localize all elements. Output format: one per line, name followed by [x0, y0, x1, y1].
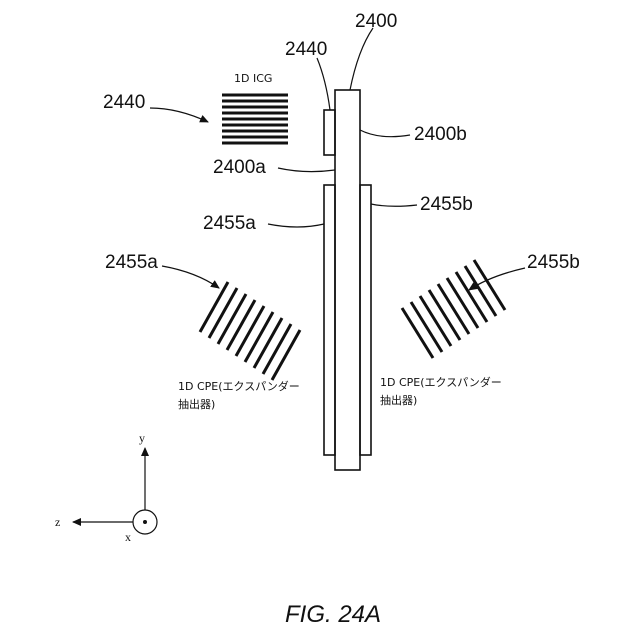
- label-2440-top: 2440: [285, 39, 327, 60]
- cpe-left-grating-line: [209, 288, 237, 338]
- label-cpe-right-1: 1D CPE(エクスパンダー: [380, 375, 502, 389]
- cpe-right-grating-line: [411, 302, 442, 352]
- cpe-right-grating-line: [438, 284, 469, 334]
- cpe-block-2455a: [324, 185, 335, 455]
- label-1d-icg: 1D ICG: [234, 72, 272, 85]
- axis-label-z: z: [55, 515, 60, 529]
- coordinate-axes: y z x: [55, 431, 157, 544]
- label-cpe-left-1: 1D CPE(エクスパンダー: [178, 379, 300, 393]
- label-2455a-left: 2455a: [105, 252, 158, 273]
- arrow-2440-left: [150, 108, 208, 122]
- cpe-right-grating-line: [420, 296, 451, 346]
- cpe-block-2455b: [360, 185, 371, 455]
- icg-block-2440: [324, 110, 335, 155]
- leader-2455a-mid: [268, 224, 324, 227]
- label-2400b: 2400b: [414, 124, 467, 145]
- leader-2400b: [360, 130, 410, 137]
- label-2455a-mid: 2455a: [203, 213, 256, 234]
- label-2440-left: 2440: [103, 92, 145, 113]
- cpe-right-grating-line: [456, 272, 487, 322]
- label-cpe-left-2: 抽出器): [178, 397, 215, 411]
- label-2455b-right: 2455b: [527, 252, 580, 273]
- leader-2455b-mid: [371, 204, 417, 206]
- cpe-left-grating-line: [254, 318, 282, 368]
- axis-label-y: y: [139, 431, 145, 445]
- cpe-right-grating-line: [474, 260, 505, 310]
- cpe-right-grating-line: [429, 290, 460, 340]
- leader-2440-top: [317, 58, 330, 110]
- cpe-left-grating-line: [272, 330, 300, 380]
- cpe-grating-right: [402, 260, 505, 358]
- label-2400: 2400: [355, 11, 397, 32]
- cpe-left-grating-line: [236, 306, 264, 356]
- cpe-left-grating-line: [245, 312, 273, 362]
- cpe-left-grating-line: [200, 282, 228, 332]
- figure-caption: FIG. 24A: [285, 601, 381, 628]
- label-cpe-right-2: 抽出器): [380, 393, 417, 407]
- cpe-left-grating-line: [218, 294, 246, 344]
- cpe-grating-left: [200, 282, 300, 380]
- leader-2400: [350, 28, 373, 90]
- cpe-right-grating-line: [465, 266, 496, 316]
- cpe-left-grating-line: [227, 300, 255, 350]
- cpe-right-grating-line: [447, 278, 478, 328]
- waveguide-2400: [335, 90, 360, 470]
- axis-label-x: x: [125, 530, 131, 544]
- leader-2400a: [278, 168, 335, 172]
- icg-grating: [222, 95, 288, 143]
- arrow-2455a-left: [162, 266, 219, 288]
- label-2455b-mid: 2455b: [420, 194, 473, 215]
- cpe-right-grating-line: [402, 308, 433, 358]
- label-2400a: 2400a: [213, 157, 266, 178]
- cpe-left-grating-line: [263, 324, 291, 374]
